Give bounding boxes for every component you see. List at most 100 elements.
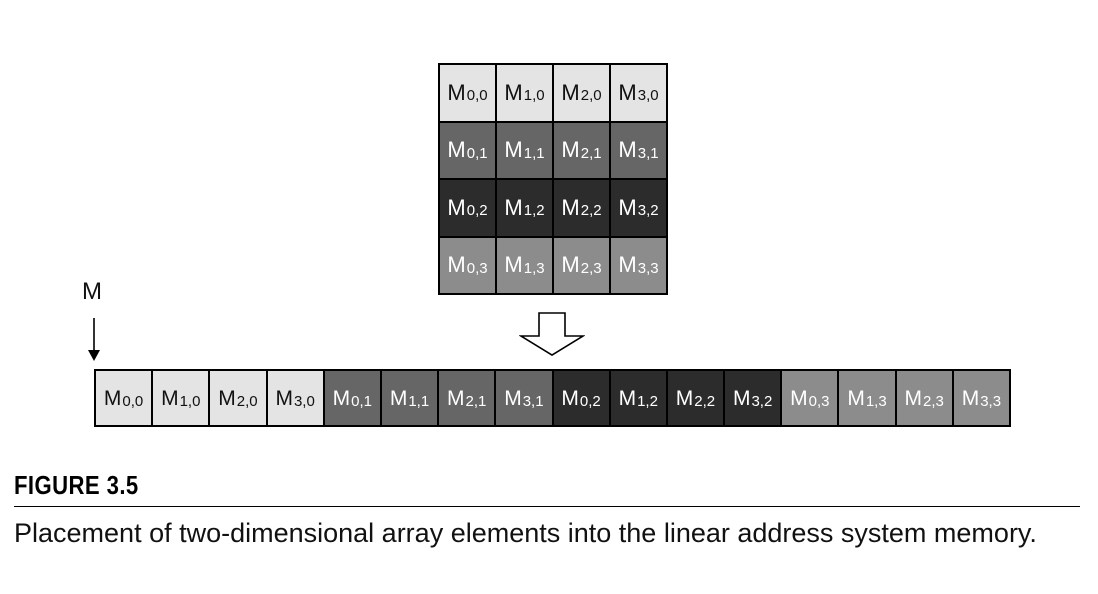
element-base: M bbox=[447, 252, 466, 278]
element-base: M bbox=[618, 386, 637, 410]
figure-title: FIGURE 3.5 bbox=[14, 470, 139, 500]
element-base: M bbox=[504, 194, 523, 220]
element-base: M bbox=[618, 79, 637, 105]
element-index: 1,3 bbox=[865, 392, 887, 410]
element-base: M bbox=[389, 386, 408, 410]
element-index: 3,0 bbox=[637, 87, 659, 105]
element-index: 2,2 bbox=[580, 202, 602, 220]
element-base: M bbox=[447, 386, 465, 410]
element-base: M bbox=[618, 137, 637, 163]
transform-arrow-icon bbox=[519, 312, 585, 356]
element-base: M bbox=[332, 386, 351, 410]
element-base: M bbox=[561, 386, 579, 410]
element-base: M bbox=[561, 194, 580, 220]
element-base: M bbox=[561, 137, 580, 163]
element-base: M bbox=[504, 79, 523, 105]
figure-caption: Placement of two-dimensional array eleme… bbox=[14, 518, 1037, 548]
element-index: 3,3 bbox=[980, 392, 1002, 410]
element-base: M bbox=[618, 194, 637, 220]
element-base: M bbox=[161, 386, 179, 410]
element-base: M bbox=[504, 252, 523, 278]
element-index: 1,3 bbox=[523, 259, 545, 277]
element-index: 0,3 bbox=[808, 392, 830, 410]
title-divider bbox=[14, 506, 1080, 507]
element-index: 2,3 bbox=[923, 392, 944, 410]
array-pointer-label: M bbox=[82, 278, 102, 305]
element-index: 1,1 bbox=[408, 392, 430, 410]
element-index: 0,2 bbox=[579, 392, 601, 410]
element-base: M bbox=[504, 137, 523, 163]
element-index: 0,1 bbox=[466, 144, 488, 162]
element-index: 3,1 bbox=[637, 144, 659, 162]
element-base: M bbox=[904, 386, 923, 410]
element-base: M bbox=[561, 79, 580, 105]
element-base: M bbox=[675, 386, 694, 410]
element-index: 2,3 bbox=[580, 259, 602, 277]
element-base: M bbox=[732, 386, 751, 410]
element-index: 0,0 bbox=[122, 392, 144, 410]
down-arrow-icon bbox=[88, 318, 100, 361]
element-base: M bbox=[275, 386, 293, 410]
element-index: 3,0 bbox=[293, 392, 315, 410]
element-index: 1,0 bbox=[523, 87, 545, 105]
element-index: 2,0 bbox=[236, 392, 258, 410]
element-index: 0,3 bbox=[466, 259, 488, 277]
element-index: 1,2 bbox=[523, 202, 545, 220]
element-base: M bbox=[218, 386, 236, 410]
element-base: M bbox=[504, 386, 522, 410]
element-index: 1,1 bbox=[523, 144, 545, 162]
element-index: 3,2 bbox=[751, 392, 773, 410]
element-index: 0,0 bbox=[466, 87, 488, 105]
element-base: M bbox=[561, 252, 580, 278]
element-index: 1,0 bbox=[179, 392, 201, 410]
element-index: 3,3 bbox=[637, 259, 659, 277]
element-base: M bbox=[103, 386, 122, 410]
element-index: 2,0 bbox=[580, 87, 602, 105]
element-base: M bbox=[847, 386, 865, 410]
element-base: M bbox=[447, 79, 466, 105]
element-base: M bbox=[790, 386, 808, 410]
element-index: 0,2 bbox=[466, 202, 488, 220]
element-index: 2,1 bbox=[465, 392, 487, 410]
element-index: 3,2 bbox=[637, 202, 659, 220]
element-index: 0,1 bbox=[351, 392, 373, 410]
element-index: 2,1 bbox=[580, 144, 602, 162]
element-index: 2,2 bbox=[694, 392, 716, 410]
element-base: M bbox=[961, 386, 980, 410]
element-index: 1,2 bbox=[637, 392, 658, 410]
element-base: M bbox=[447, 137, 466, 163]
element-base: M bbox=[618, 252, 637, 278]
element-index: 3,1 bbox=[522, 392, 544, 410]
